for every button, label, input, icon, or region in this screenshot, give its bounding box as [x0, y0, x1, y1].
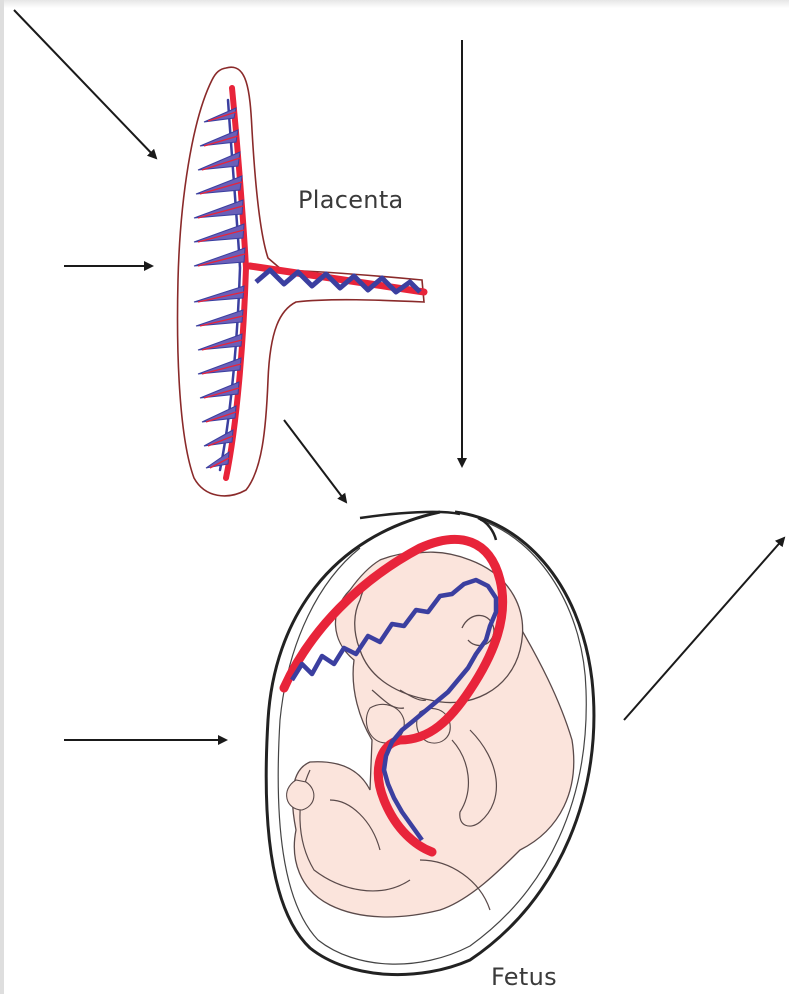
arrow-out-right — [624, 538, 784, 720]
fetus-foot — [287, 780, 314, 810]
arrow-placenta-to-fetus — [284, 420, 346, 502]
placenta-label: Placenta — [298, 186, 404, 214]
placenta — [178, 67, 424, 496]
fetus-label: Fetus — [491, 963, 557, 991]
fetus — [266, 512, 594, 975]
arrow-diagonal-top-left — [14, 10, 156, 158]
